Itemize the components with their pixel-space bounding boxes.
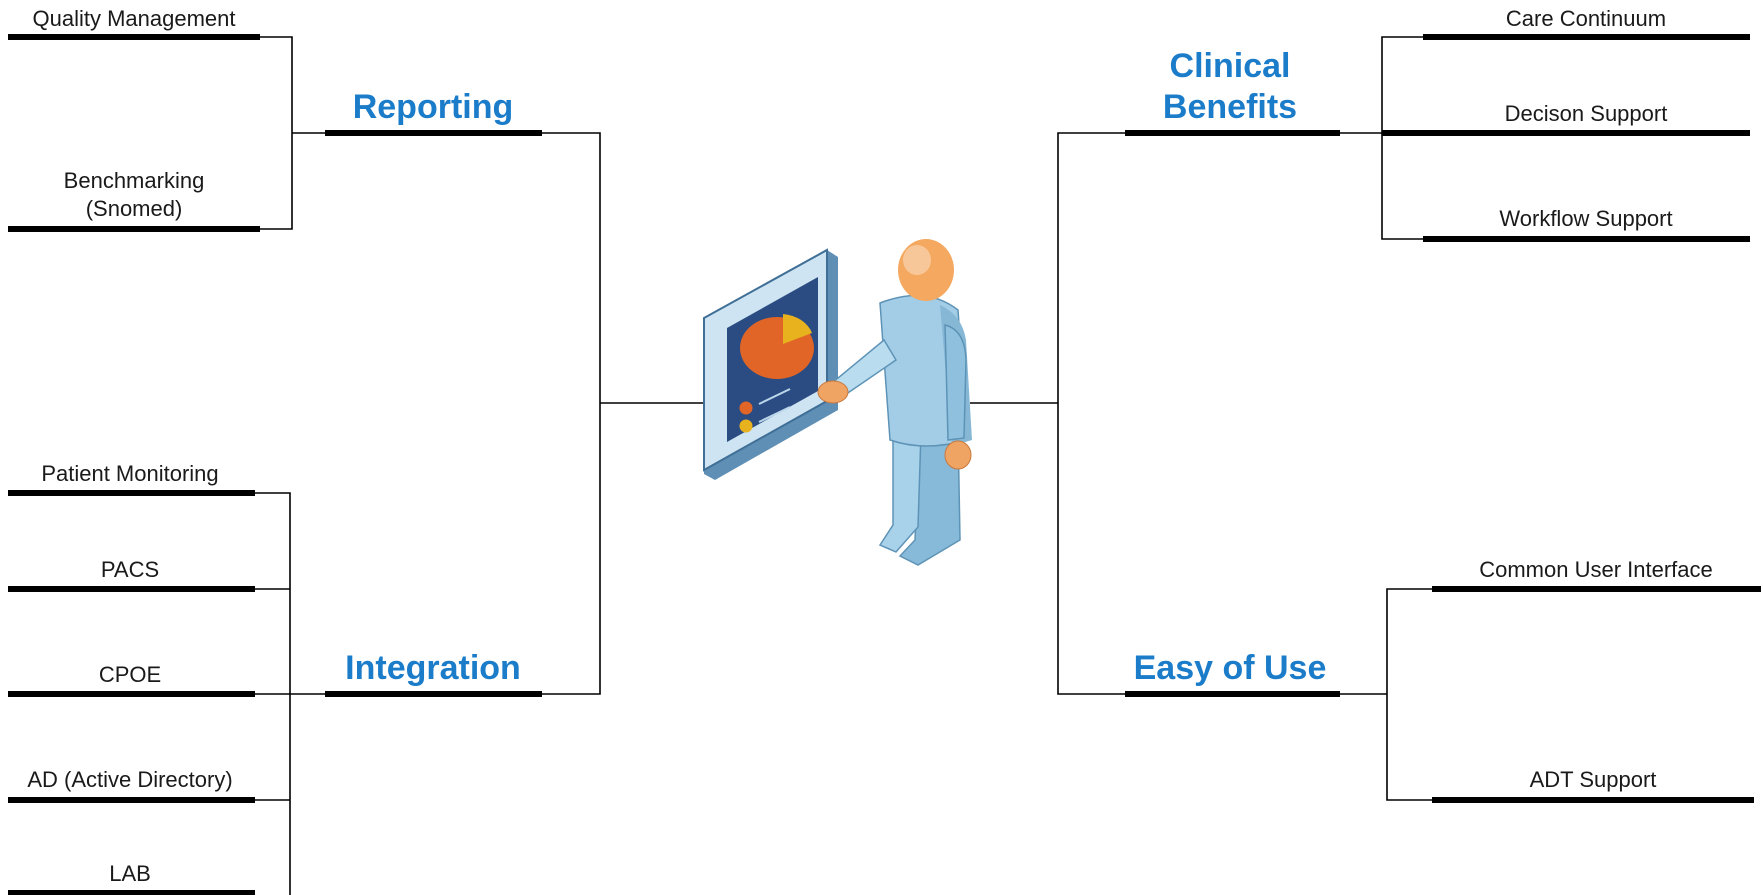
easy-of-use-branch: Easy of Use Common User Interface ADT Su… [1125,557,1761,803]
ease-leaf-connector [1340,588,1432,801]
left-trunk-connector [542,132,705,695]
category-integration: Integration [345,649,521,687]
category-reporting: Reporting [353,88,514,126]
clinical-leaf-connector [1340,36,1423,240]
leaf-care-continuum: Care Continuum [1506,6,1666,31]
integration-branch: Patient Monitoring PACS CPOE AD (Active … [8,461,542,895]
category-easy-of-use: Easy of Use [1134,649,1327,687]
leaf-quality-management: Quality Management [33,6,236,31]
leaf-common-user-interface: Common User Interface [1479,557,1713,582]
leaf-lab: LAB [109,861,151,886]
leaf-patient-monitoring: Patient Monitoring [41,461,218,486]
leaf-adt-support: ADT Support [1530,767,1657,792]
leaf-active-directory: AD (Active Directory) [27,767,232,792]
reporting-leaf-connector [260,36,325,230]
leaf-cpoe: CPOE [99,662,161,687]
leaf-workflow-support: Workflow Support [1499,206,1672,231]
leaf-benchmarking: Benchmarking [64,168,205,193]
leaf-pacs: PACS [101,557,159,582]
clinical-benefits-branch: Clinical Benefits Care Continuum Decison… [1125,6,1750,242]
leaf-benchmarking-sub: (Snomed) [86,196,183,221]
right-trunk-connector [970,132,1125,695]
category-clinical-benefits-line2: Benefits [1163,88,1297,126]
reporting-branch: Quality Management Benchmarking (Snomed)… [8,6,542,232]
category-clinical-benefits-line1: Clinical [1170,47,1291,85]
person-presenting-chart-icon [703,239,972,566]
leaf-decision-support: Decison Support [1505,101,1668,126]
integration-leaf-connector [255,492,325,895]
